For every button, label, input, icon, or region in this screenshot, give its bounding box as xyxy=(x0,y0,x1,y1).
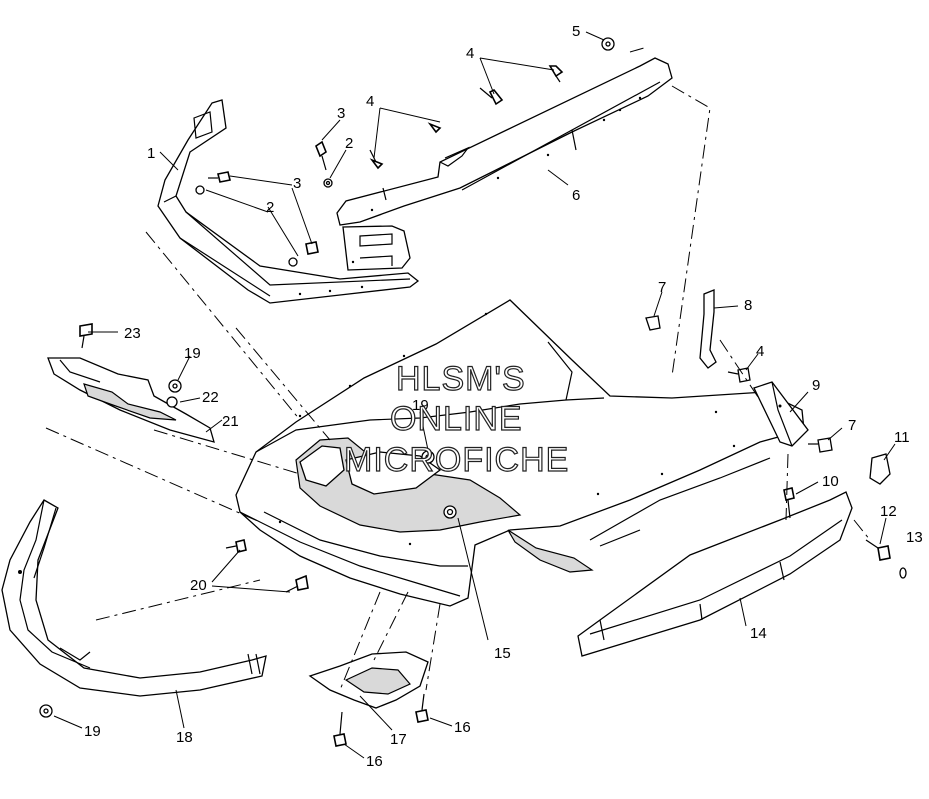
callout-4b: 4 xyxy=(366,93,374,110)
callout-8: 8 xyxy=(744,297,752,314)
part-18-lower-bumper xyxy=(1,499,267,697)
callout-4c: 4 xyxy=(756,343,764,360)
callout-20: 20 xyxy=(190,577,207,594)
callout-14: 14 xyxy=(750,625,767,642)
fasteners xyxy=(39,37,907,747)
callout-15: 15 xyxy=(494,645,511,662)
callout-19b: 19 xyxy=(412,397,429,414)
callout-19c: 19 xyxy=(84,723,101,740)
callout-3b: 3 xyxy=(293,175,301,192)
callout-11: 11 xyxy=(894,429,910,446)
callout-23: 23 xyxy=(124,325,141,342)
callout-6: 6 xyxy=(572,187,580,204)
callout-18: 18 xyxy=(176,729,193,746)
part-1-left-bracket xyxy=(157,99,420,304)
callout-9: 9 xyxy=(812,377,820,394)
callout-16a: 16 xyxy=(454,719,471,736)
part-8-strut xyxy=(699,289,717,369)
leader-lines xyxy=(53,31,896,759)
callout-7a: 7 xyxy=(658,279,666,296)
part-14-bumper-bar xyxy=(577,491,853,657)
part-9-bracket xyxy=(753,381,809,447)
callout-3a: 3 xyxy=(337,105,345,122)
callout-10: 10 xyxy=(822,473,839,490)
part-11-clip xyxy=(869,453,891,485)
callout-2a: 2 xyxy=(266,199,274,216)
callout-2b: 2 xyxy=(345,135,353,152)
watermark-line-3: MICROFICHE xyxy=(344,441,569,479)
callout-4a: 4 xyxy=(466,45,474,62)
callout-1: 1 xyxy=(147,145,155,162)
part-17-skid-plate xyxy=(308,651,429,709)
callout-19a: 19 xyxy=(184,345,201,362)
callout-16b: 16 xyxy=(366,753,383,770)
callout-17: 17 xyxy=(390,731,407,748)
callout-21: 21 xyxy=(222,413,239,430)
part-main-nose-pan xyxy=(235,299,805,607)
callout-13: 13 xyxy=(906,529,923,546)
callout-5: 5 xyxy=(572,23,580,40)
watermark-line-2: ONLINE xyxy=(390,400,523,438)
callout-7b: 7 xyxy=(848,417,856,434)
part-21-side-plate xyxy=(47,357,215,443)
part-6-upper-rail xyxy=(336,57,673,271)
callout-12: 12 xyxy=(880,503,897,520)
callout-labels: 1 2 2 3 3 4 4 4 5 6 7 7 8 9 10 11 12 13 … xyxy=(84,23,923,770)
watermark-line-1: HLSM'S xyxy=(396,360,526,398)
watermark: HLSM'S ONLINE MICROFICHE xyxy=(343,359,569,479)
callout-22: 22 xyxy=(202,389,219,406)
assembly-lines xyxy=(45,47,871,691)
